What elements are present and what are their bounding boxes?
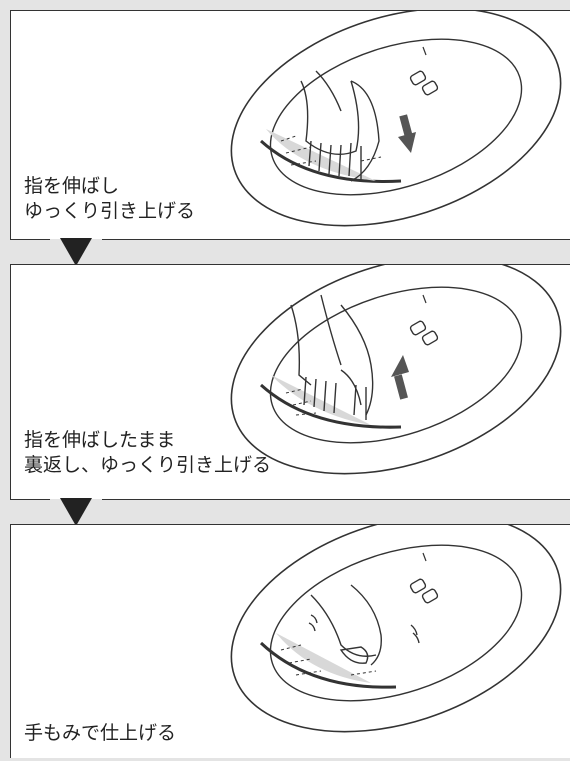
step-panel-1: 指を伸ばし ゆっくり引き上げる [10, 10, 570, 240]
step-caption-2: 指を伸ばしたまま 裏返し、ゆっくり引き上げる [24, 429, 272, 476]
step-caption-1: 指を伸ばし ゆっくり引き上げる [24, 175, 196, 222]
faucet-icon [409, 46, 439, 96]
step-panel-3: 手もみで仕上げる [10, 524, 570, 758]
sink-illustration-3 [230, 525, 562, 733]
faucet-icon [409, 552, 439, 604]
next-step-arrow-icon [60, 238, 92, 266]
next-step-arrow-icon [60, 498, 92, 526]
sink-illustration-1 [230, 11, 562, 227]
step-caption-3: 手もみで仕上げる [24, 722, 177, 744]
up-arrow-icon [391, 355, 409, 400]
step-panel-2: 指を伸ばしたまま 裏返し、ゆっくり引き上げる [10, 264, 570, 500]
sink-illustration-2 [230, 265, 562, 475]
down-arrow-icon [398, 114, 416, 153]
faucet-icon [409, 294, 439, 346]
